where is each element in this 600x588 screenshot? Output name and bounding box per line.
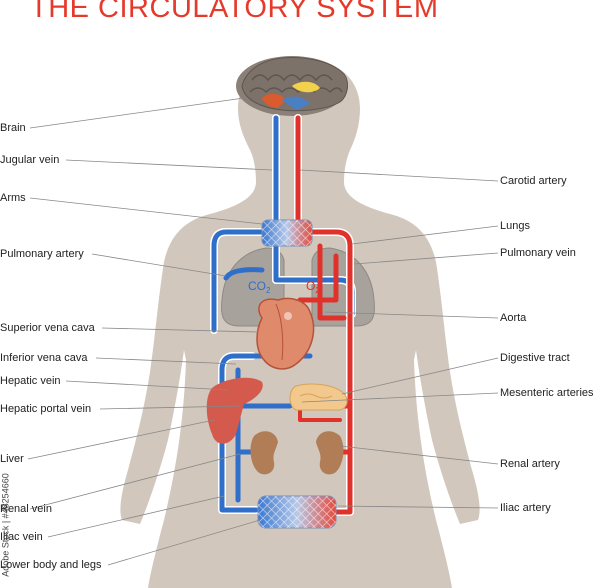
label-aorta: Aorta: [500, 312, 527, 324]
label-pulmonary-vein: Pulmonary vein: [500, 247, 576, 259]
kidneys-icon: [250, 431, 344, 475]
co2-label: CO2: [248, 279, 271, 295]
label-renal-vein: Renal vein: [0, 503, 52, 515]
label-jugular-vein: Jugular vein: [0, 154, 60, 166]
label-lower-body-and-legs: Lower body and legs: [0, 559, 102, 571]
label-iliac-vein: Iliac vein: [0, 531, 43, 543]
stock-watermark-text: Adobe Stock | #48254660: [0, 473, 11, 577]
label-hepatic-vein: Hepatic vein: [0, 375, 61, 387]
label-superior-vena-cava: Superior vena cava: [0, 322, 95, 334]
digestive-tract-icon: [289, 383, 348, 411]
label-digestive-tract: Digestive tract: [500, 352, 570, 364]
label-hepatic-portal-vein: Hepatic portal vein: [0, 403, 92, 415]
lungs-icon: [221, 247, 375, 327]
label-carotid-artery: Carotid artery: [500, 175, 567, 187]
leader-lines-left: [27, 97, 273, 566]
heart-icon: [256, 297, 315, 370]
label-pulmonary-artery: Pulmonary artery: [0, 248, 84, 260]
label-brain: Brain: [0, 122, 26, 134]
liver-icon: [206, 377, 263, 444]
page-title: THE CIRCULATORY SYSTEM: [30, 0, 439, 24]
arterial-vessels: [235, 114, 354, 516]
label-arms: Arms: [0, 192, 26, 204]
label-inferior-vena-cava: Inferior vena cava: [0, 352, 88, 364]
label-iliac-artery: Iliac artery: [500, 502, 551, 514]
brain-icon: [236, 56, 348, 116]
label-liver: Liver: [0, 453, 24, 465]
leader-lines-right: [299, 169, 499, 509]
label-lungs: Lungs: [500, 220, 530, 232]
label-renal-artery: Renal artery: [500, 458, 560, 470]
label-mesenteric-arteries: Mesenteric arteries: [500, 387, 594, 399]
o2-label: O2: [306, 279, 320, 295]
